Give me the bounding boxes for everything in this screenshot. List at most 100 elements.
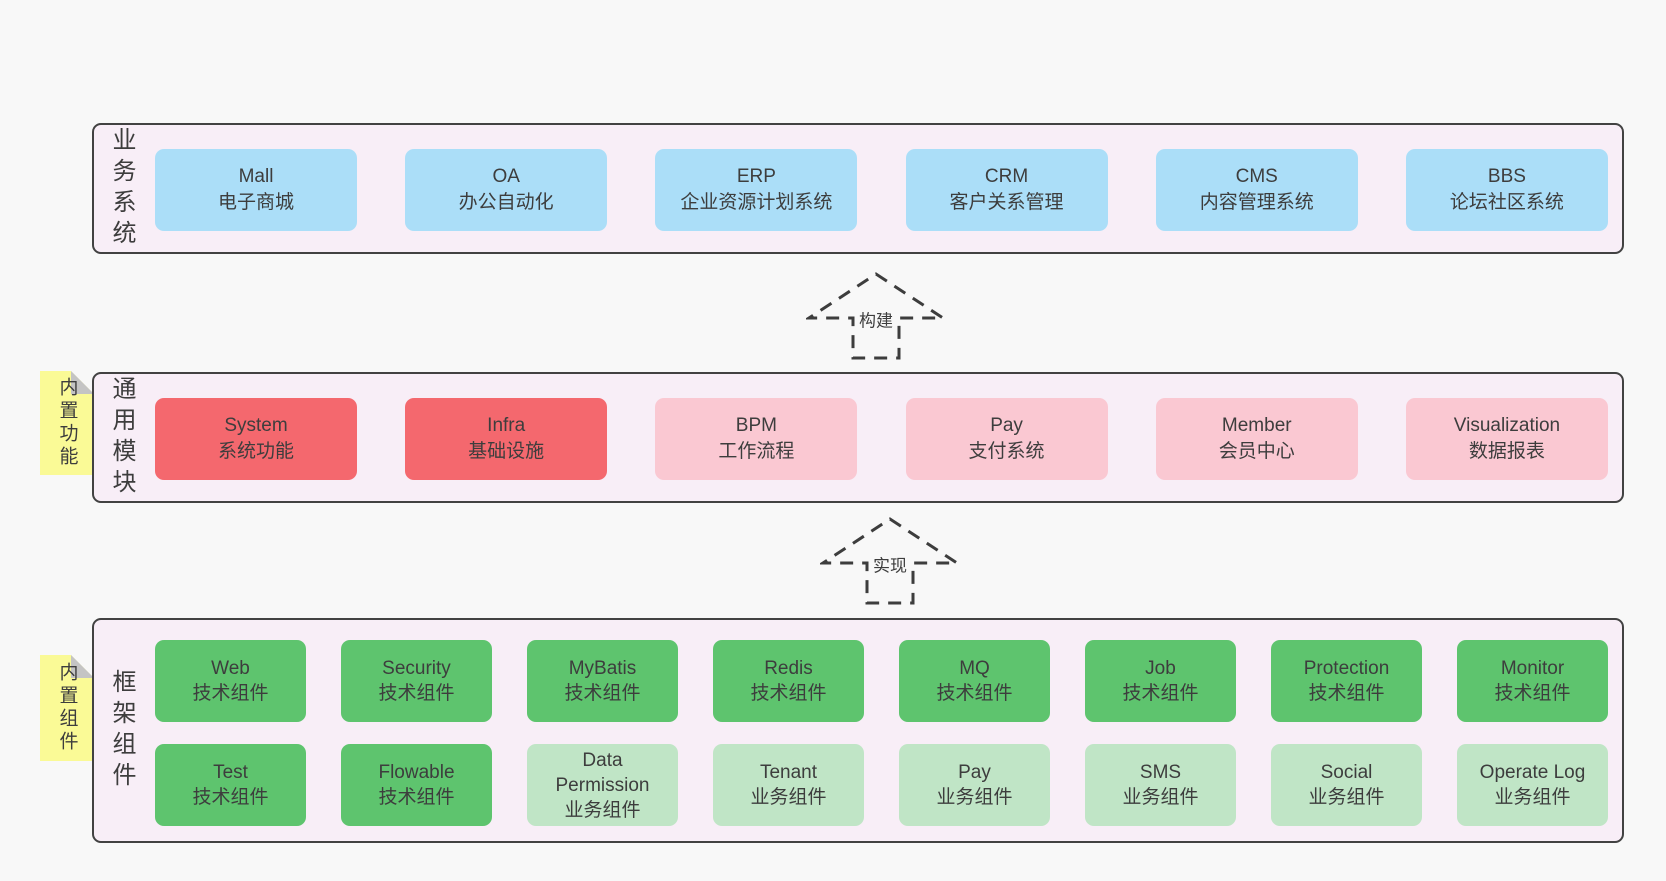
box-title: Tenant bbox=[759, 762, 818, 783]
layer-common-modules: 通用模块 System 系统功能 Infra 基础设施 BPM 工作流程 Pay… bbox=[92, 372, 1624, 503]
layer-label-framework-components: 框架组件 bbox=[108, 668, 135, 793]
sticky-note-built-in-components: 内置组件 bbox=[40, 655, 94, 761]
box-title: System bbox=[224, 415, 288, 436]
layer-framework-components: 框架组件 Web 技术组件 Security 技术组件 MyBatis 技术组件… bbox=[92, 618, 1624, 843]
box-subtitle: 技术组件 bbox=[750, 683, 827, 704]
box-title: Security bbox=[382, 658, 451, 679]
box-bbs: BBS 论坛社区系统 bbox=[1405, 149, 1608, 231]
box-title: Operate Log bbox=[1479, 762, 1586, 783]
box-subtitle: 技术组件 bbox=[378, 787, 455, 808]
box-crm: CRM 客户关系管理 bbox=[905, 149, 1108, 231]
box-subtitle: 技术组件 bbox=[192, 787, 269, 808]
box-system: System 系统功能 bbox=[155, 398, 357, 480]
sticky-note-built-in-features: 内置功能 bbox=[40, 371, 94, 475]
box-title: Monitor bbox=[1500, 658, 1565, 679]
box-sms: SMS 业务组件 bbox=[1085, 744, 1236, 826]
box-title: Member bbox=[1221, 415, 1292, 436]
sticky-note-text: 内置组件 bbox=[56, 662, 78, 754]
box-pay: Pay 支付系统 bbox=[905, 398, 1108, 480]
box-title: MyBatis bbox=[568, 658, 637, 679]
box-job: Job 技术组件 bbox=[1085, 640, 1236, 722]
box-subtitle: 业务组件 bbox=[564, 799, 641, 821]
box-title: Redis bbox=[764, 658, 813, 679]
box-oa: OA 办公自动化 bbox=[405, 149, 608, 231]
box-subtitle: 会员中心 bbox=[1218, 441, 1295, 462]
box-subtitle: 系统功能 bbox=[217, 441, 294, 462]
box-title: OA bbox=[492, 166, 520, 187]
box-subtitle: 技术组件 bbox=[564, 683, 641, 704]
box-subtitle: 业务组件 bbox=[1308, 787, 1385, 808]
box-subtitle: 业务组件 bbox=[750, 787, 827, 808]
box-subtitle: 企业资源计划系统 bbox=[680, 192, 833, 213]
box-subtitle: 电子商城 bbox=[217, 192, 294, 213]
box-subtitle: 支付系统 bbox=[968, 441, 1045, 462]
box-subtitle: 技术组件 bbox=[192, 683, 269, 704]
box-subtitle: 业务组件 bbox=[936, 787, 1013, 808]
box-security: Security 技术组件 bbox=[341, 640, 492, 722]
box-title: Pay bbox=[990, 415, 1023, 436]
box-protection: Protection 技术组件 bbox=[1271, 640, 1422, 722]
box-title: SMS bbox=[1139, 762, 1182, 783]
box-redis: Redis 技术组件 bbox=[713, 640, 864, 722]
box-title: Flowable bbox=[378, 762, 455, 783]
box-operate-log: Operate Log 业务组件 bbox=[1457, 744, 1608, 826]
sticky-note-text: 内置功能 bbox=[56, 377, 78, 469]
box-title: CRM bbox=[984, 166, 1029, 187]
block-arrow-up-icon bbox=[820, 517, 960, 605]
box-subtitle: 工作流程 bbox=[718, 441, 795, 462]
box-flowable: Flowable 技术组件 bbox=[341, 744, 492, 826]
box-subtitle: 技术组件 bbox=[378, 683, 455, 704]
box-infra: Infra 基础设施 bbox=[405, 398, 608, 480]
box-mq: MQ 技术组件 bbox=[899, 640, 1050, 722]
box-pay-biz: Pay 业务组件 bbox=[899, 744, 1050, 826]
box-subtitle: 技术组件 bbox=[1308, 683, 1385, 704]
box-social: Social 业务组件 bbox=[1271, 744, 1422, 826]
framework-components-row-1: Web 技术组件 Security 技术组件 MyBatis 技术组件 Redi… bbox=[155, 640, 1608, 722]
arrow-label: 构建 bbox=[856, 305, 896, 333]
box-member: Member 会员中心 bbox=[1155, 398, 1358, 480]
arrow-build: 构建 bbox=[806, 271, 946, 361]
box-subtitle: 业务组件 bbox=[1494, 787, 1571, 808]
box-title: Visualization bbox=[1453, 415, 1561, 436]
box-bpm: BPM 工作流程 bbox=[655, 398, 858, 480]
box-subtitle: 业务组件 bbox=[1122, 787, 1199, 808]
box-title: Pay bbox=[958, 762, 991, 783]
box-title: Mall bbox=[238, 166, 274, 187]
common-modules-row: System 系统功能 Infra 基础设施 BPM 工作流程 Pay 支付系统… bbox=[155, 398, 1608, 480]
arrow-implement: 实现 bbox=[820, 516, 960, 606]
box-data-permission: Data Permission 业务组件 bbox=[527, 744, 678, 826]
box-subtitle: 办公自动化 bbox=[458, 192, 554, 213]
box-subtitle: 基础设施 bbox=[468, 441, 545, 462]
box-subtitle: 技术组件 bbox=[936, 683, 1013, 704]
arrow-label: 实现 bbox=[870, 550, 910, 578]
box-title: Infra bbox=[487, 415, 526, 436]
layer-label-common-modules: 通用模块 bbox=[108, 375, 135, 500]
box-title: ERP bbox=[736, 166, 776, 187]
box-title: Social bbox=[1320, 762, 1373, 783]
box-title: MQ bbox=[959, 658, 990, 679]
box-tenant: Tenant 业务组件 bbox=[713, 744, 864, 826]
box-subtitle: 技术组件 bbox=[1494, 683, 1571, 704]
box-title: Data Permission bbox=[555, 749, 650, 796]
framework-components-row-2: Test 技术组件 Flowable 技术组件 Data Permission … bbox=[155, 744, 1608, 826]
box-title: CMS bbox=[1235, 166, 1278, 187]
box-subtitle: 技术组件 bbox=[1122, 683, 1199, 704]
box-mall: Mall 电子商城 bbox=[155, 149, 357, 231]
box-title: BPM bbox=[735, 415, 777, 436]
box-mybatis: MyBatis 技术组件 bbox=[527, 640, 678, 722]
box-test: Test 技术组件 bbox=[155, 744, 306, 826]
box-title: BBS bbox=[1487, 166, 1526, 187]
business-systems-row: Mall 电子商城 OA 办公自动化 ERP 企业资源计划系统 CRM 客户关系… bbox=[155, 149, 1608, 231]
box-erp: ERP 企业资源计划系统 bbox=[655, 149, 858, 231]
box-monitor: Monitor 技术组件 bbox=[1457, 640, 1608, 722]
box-title: Web bbox=[211, 658, 250, 679]
box-title: Test bbox=[213, 762, 248, 783]
box-subtitle: 内容管理系统 bbox=[1199, 192, 1314, 213]
box-subtitle: 客户关系管理 bbox=[949, 192, 1064, 213]
layer-label-business-systems: 业务系统 bbox=[108, 126, 135, 251]
box-subtitle: 论坛社区系统 bbox=[1449, 192, 1564, 213]
layer-business-systems: 业务系统 Mall 电子商城 OA 办公自动化 ERP 企业资源计划系统 CRM… bbox=[92, 123, 1624, 254]
box-subtitle: 数据报表 bbox=[1468, 441, 1545, 462]
box-web: Web 技术组件 bbox=[155, 640, 306, 722]
block-arrow-up-icon bbox=[806, 272, 946, 360]
